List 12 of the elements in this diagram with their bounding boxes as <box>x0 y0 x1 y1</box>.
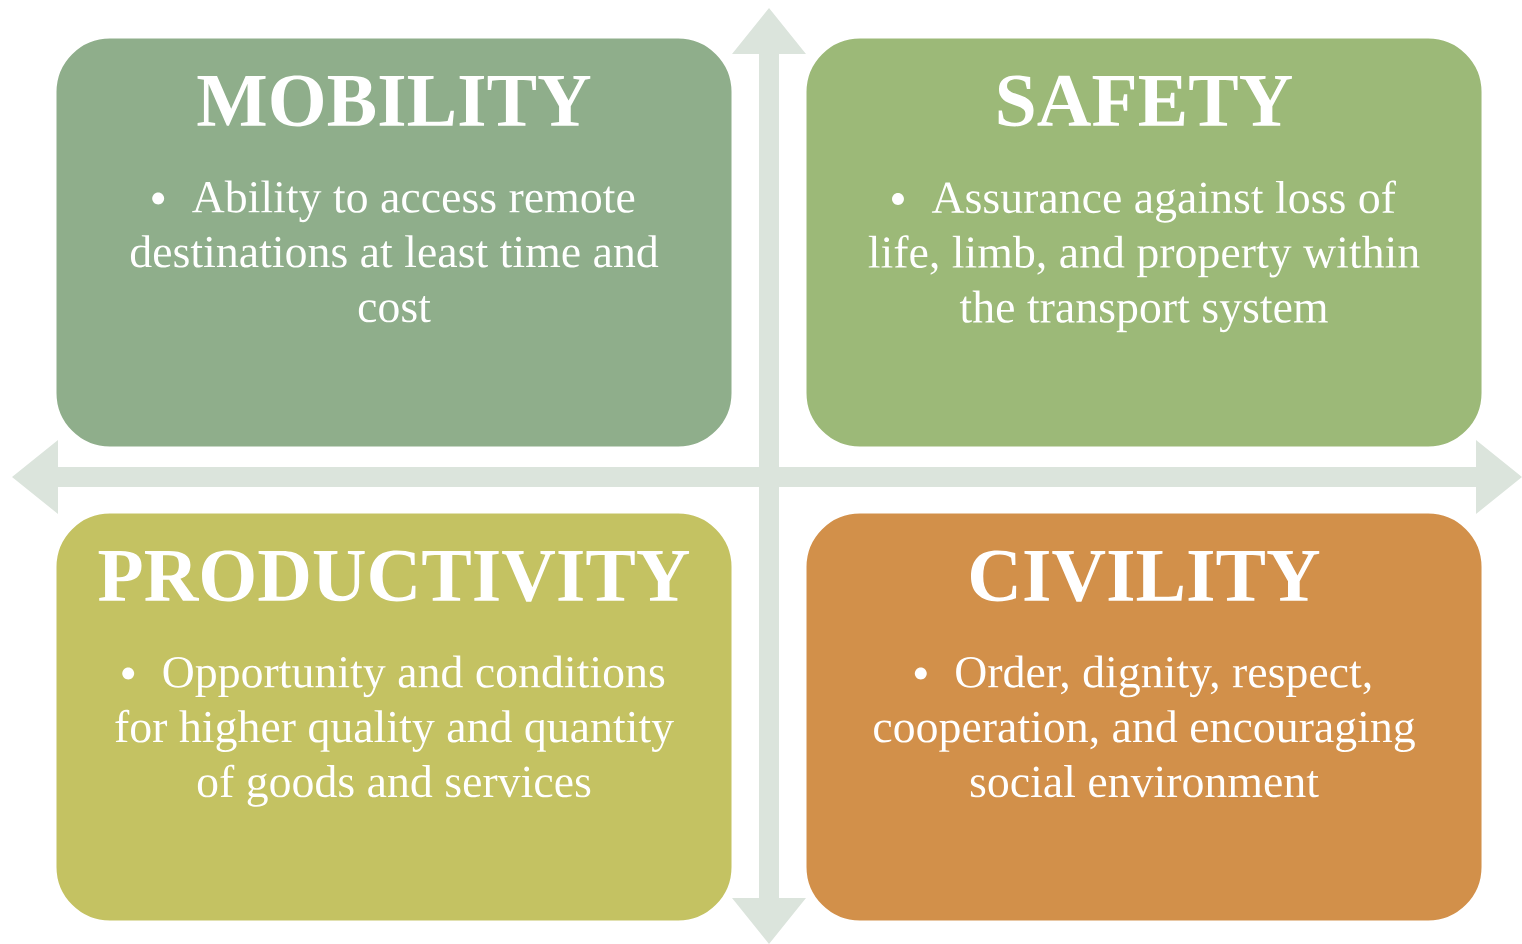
description: Ability to access remote destinations at least time and cost <box>130 180 659 323</box>
quadrant-box <box>53 35 735 450</box>
quadrant-box <box>53 510 735 924</box>
heading: CIVILITY <box>971 550 1320 602</box>
heading: MOBILITY <box>197 75 591 127</box>
description: Order, dignity, respect, cooperation, and encouraging social environment <box>874 655 1415 798</box>
heading: PRODUCTIVITY <box>98 550 690 602</box>
heading: SAFETY <box>998 75 1292 127</box>
description: Assurance against loss of life, limb, and property within the transport system <box>868 180 1420 333</box>
description: Opportunity and conditions for higher quality and quantity of goods and services <box>115 655 674 807</box>
quadrant-box <box>803 510 1485 924</box>
quadrant-box <box>803 35 1485 450</box>
